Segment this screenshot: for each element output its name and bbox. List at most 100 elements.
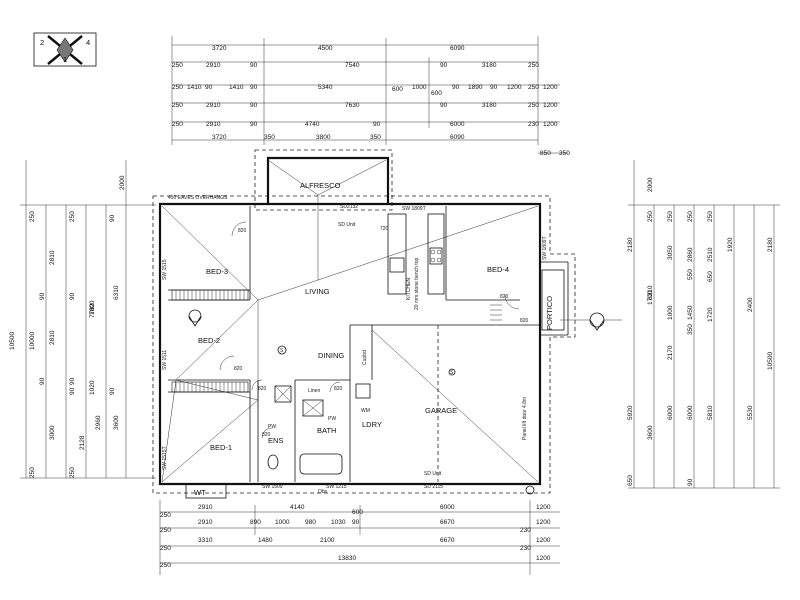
left-dim-c4-1: 90: [69, 292, 76, 300]
top-dim-r7-0: 850: [540, 150, 551, 157]
top-dim-r2-4: 90: [440, 62, 448, 69]
right-dimension-text: 2000 6310 5920 650 2180 1700 2170 3600 2…: [627, 177, 774, 486]
top-dim-r2-2: 90: [250, 62, 258, 69]
top-dim-r2-1: 2910: [206, 62, 221, 69]
bottom-dim-r1-3: 6000: [440, 504, 455, 511]
top-dim-r6-2: 3800: [316, 134, 331, 141]
external-walls: [158, 156, 569, 486]
left-dim-c4-6: 2128: [79, 435, 86, 450]
right-dim-c5-1: 1720: [707, 307, 714, 322]
right-dimension-lines: [628, 160, 780, 489]
bottom-dim-r2-6: 6670: [440, 519, 455, 526]
top-dim-r2-5: 3180: [482, 62, 497, 69]
top-dim-r3-11: 90: [490, 84, 498, 91]
top-dim-r3-8: 600: [431, 90, 442, 97]
right-dim-c4-0: 2860: [687, 247, 694, 262]
left-dim-c2-0: 10000: [29, 332, 36, 350]
right-dim-c2-2: 2170: [667, 345, 674, 360]
right-dim-c3-3: 250: [667, 211, 674, 222]
label-s1: S: [280, 348, 284, 354]
right-dim-c5-3: 250: [707, 211, 714, 222]
label-door720: 720: [380, 226, 389, 232]
right-dim-marker-1: 350: [687, 324, 694, 335]
room-alfresco: ALFRESCO: [300, 181, 341, 190]
left-dim-c1-1: 2000: [119, 175, 126, 190]
label-sw1515t: SW 1515T: [162, 446, 168, 470]
top-dim-r7-1: 350: [559, 150, 570, 157]
top-dimension-text: 3720 4500 6090 250 2910 90 7540 90 3180 …: [172, 45, 570, 157]
top-dim-r4-4: 90: [440, 102, 448, 109]
top-dim-r3-4: 90: [250, 84, 258, 91]
bottom-dimension-text: 2910 4140 600 6000 1200 2910 890 1000 98…: [160, 504, 551, 569]
top-dim-r5-0: 250: [172, 121, 183, 128]
room-portico: PORTICO: [545, 296, 554, 330]
top-dim-r3-9: 90: [452, 84, 460, 91]
right-dim-c6-0: 1920: [727, 237, 734, 252]
bottom-dim-edge-2: 250: [160, 545, 171, 552]
bottom-dim-r1-0: 2910: [198, 504, 213, 511]
right-dim-c1-3: 650: [627, 475, 634, 486]
label-sd2132: SD2132: [340, 204, 358, 210]
portico-steps: [490, 269, 565, 331]
left-dim-c3-1: 2810: [49, 330, 56, 345]
bottom-dim-edge-0: 250: [160, 512, 171, 519]
top-dim-r2-0: 250: [172, 62, 183, 69]
right-dim-c3-2: 6000: [667, 405, 674, 420]
left-dim-c5-2: 90: [39, 292, 46, 300]
top-dim-r1-2: 6090: [450, 45, 465, 52]
right-dim-c1-1: 6310: [647, 285, 654, 300]
compass-box: 2 4 1: [33, 32, 97, 67]
left-dim-c4-4: 1020: [89, 380, 96, 395]
bottom-dim-r2-3: 980: [305, 519, 316, 526]
bottom-dim-r2b-1: 230: [520, 545, 531, 552]
room-bath: BATH: [317, 426, 336, 435]
top-dim-r6-4: 6090: [450, 134, 465, 141]
label-obs: Obs: [318, 489, 328, 495]
door-swings: [219, 221, 520, 439]
right-dim-c2-1: 1700: [647, 290, 654, 305]
top-dim-r6-3: 350: [370, 134, 381, 141]
right-dim-c3-1: 1000: [667, 305, 674, 320]
bottom-dim-r3-0: 3310: [198, 537, 213, 544]
top-dim-r3-1: 1410: [187, 84, 202, 91]
left-dimension-text: 10500 2000 10000 6310 3600 2810 2810 300…: [9, 175, 126, 478]
left-dim-c5-5: 250: [29, 467, 36, 478]
right-dim-c1-2: 5920: [627, 405, 634, 420]
opening-labels: SD2132 SD Unit SW 1809T SW 1509 SW 1215 …: [162, 204, 548, 497]
right-dim-c2-0: 2180: [627, 237, 634, 252]
top-dim-r3-14: 1200: [543, 84, 558, 91]
bottom-dim-r2-4: 1030: [331, 519, 346, 526]
eaves-outline: 450 EAVES OVERHANGS: [152, 149, 576, 494]
eaves-label: 450 EAVES OVERHANGS: [168, 195, 228, 201]
right-dim-c4-4: 250: [687, 211, 694, 222]
top-dim-r3-5: 5340: [318, 84, 333, 91]
bottom-dim-r4-0: 13830: [338, 555, 356, 562]
label-sw1509: SW 1509: [262, 484, 283, 490]
right-dim-c4-3: 90: [687, 478, 694, 486]
top-dim-r3-12: 1200: [507, 84, 522, 91]
label-sw1809t: SW 1809T: [402, 206, 426, 212]
left-dim-c3-0: 2810: [49, 250, 56, 265]
label-sdunit-bot: SD Unit: [424, 471, 442, 477]
right-dim-c3-0: 3050: [667, 245, 674, 260]
right-dim-marker-0: 550: [687, 269, 694, 280]
label-s2: S: [450, 370, 454, 376]
bottom-dim-r3-3: 6670: [440, 537, 455, 544]
room-kitchen: KITCHEN: [406, 278, 412, 300]
top-dim-r3-0: 250: [172, 84, 183, 91]
top-dim-r3-7: 1000: [412, 84, 427, 91]
top-dim-r3-10: 1890: [468, 84, 483, 91]
room-ens: ENS: [268, 436, 283, 445]
compass-label-bottom: 1: [63, 55, 67, 64]
water-tank: [185, 483, 227, 499]
left-dim-c4-0: 250: [69, 211, 76, 222]
right-dim-c6-2: 5530: [747, 405, 754, 420]
bottom-dim-r2-0: 2910: [198, 519, 213, 526]
left-dim-c5-1: 90: [109, 214, 116, 222]
top-dim-r5-6: 230: [528, 121, 539, 128]
bottom-dim-r4-1: 1200: [536, 555, 551, 562]
room-garage: GARAGE: [425, 406, 457, 415]
top-dim-r4-6: 250: [528, 102, 539, 109]
